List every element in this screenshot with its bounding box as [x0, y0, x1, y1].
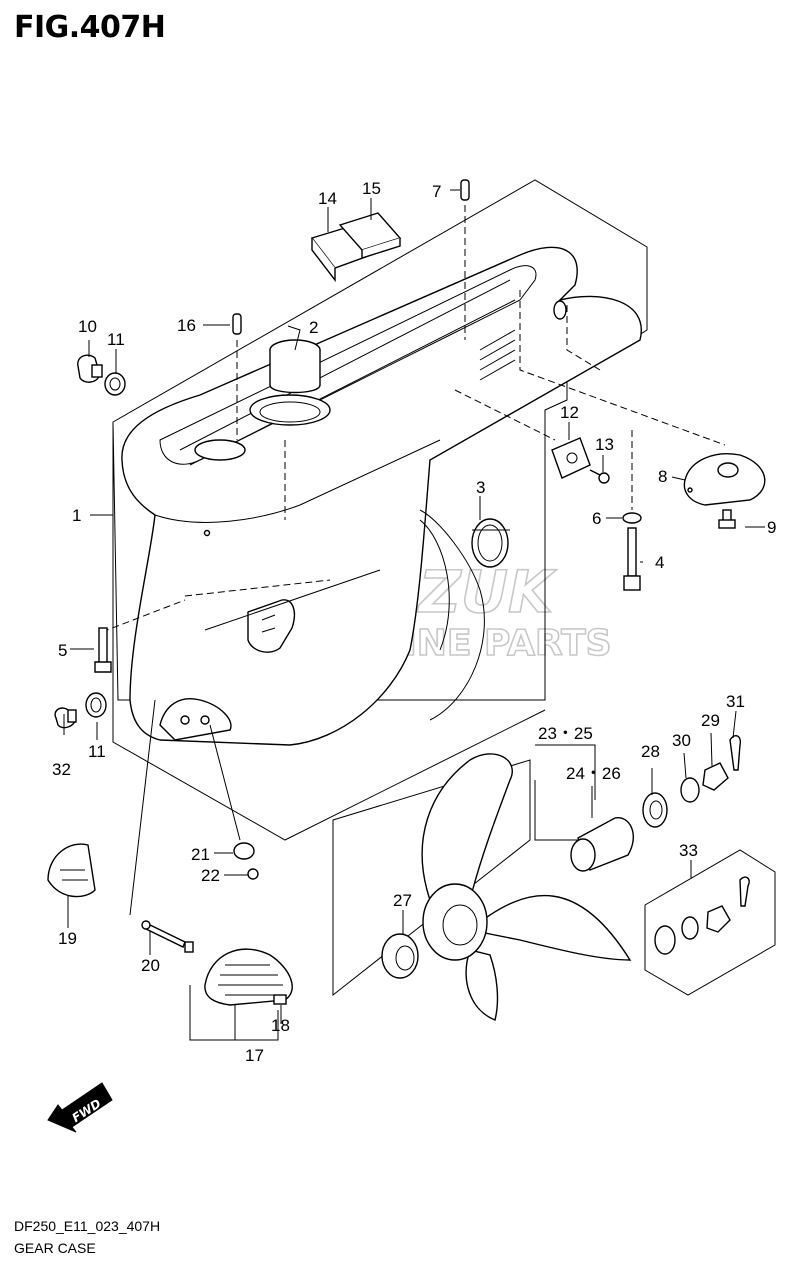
nut-29: [702, 762, 729, 791]
cotter-pin-31: [729, 735, 742, 771]
kit-33: [644, 849, 776, 996]
callout-3: 3: [476, 478, 485, 497]
callout-11-lower: 11: [88, 742, 106, 761]
callout-27: 27: [393, 891, 412, 910]
guide-line-8: [519, 290, 726, 446]
callout-23-25: 23・25: [538, 724, 593, 743]
water-inlet-grill-17: [204, 948, 293, 1006]
screw-13: [589, 469, 610, 484]
seal-3: [471, 518, 510, 568]
pin-7: [460, 179, 470, 201]
callout-29: 29: [701, 711, 720, 730]
washer-30: [680, 777, 700, 803]
callout-17: 17: [245, 1046, 264, 1065]
callout-4: 4: [655, 553, 664, 572]
plug-10: [77, 354, 103, 383]
callout-6: 6: [592, 509, 601, 528]
fwd-arrow-icon: FWD: [47, 1082, 113, 1133]
guide-line-12: [454, 389, 556, 441]
callout-32: 32: [52, 760, 71, 779]
callout-33: 33: [679, 841, 698, 860]
bolt-5: [94, 627, 112, 673]
block-12: [551, 437, 591, 479]
washer-6: [622, 512, 642, 524]
footer-name: GEAR CASE: [14, 1240, 96, 1256]
leader-lines: [63, 189, 765, 1041]
callout-16: 16: [177, 316, 196, 335]
callout-31: 31: [726, 692, 745, 711]
callout-30: 30: [672, 731, 691, 750]
spacer-plates: [310, 212, 402, 283]
callout-15: 15: [362, 179, 381, 198]
callout-11-upper: 11: [107, 330, 125, 349]
bolt-4: [623, 527, 641, 591]
callout-13: 13: [595, 435, 614, 454]
callout-8: 8: [658, 467, 667, 486]
pin-16: [232, 313, 242, 335]
guide-line-1: [184, 579, 331, 597]
callout-14: 14: [318, 189, 337, 208]
propeller: [421, 753, 632, 1021]
trim-tab-19: [47, 843, 96, 898]
thrust-washer-27: [381, 933, 419, 979]
bolt-20: [141, 920, 194, 953]
callout-20: 20: [141, 956, 160, 975]
callout-28: 28: [641, 742, 660, 761]
callout-5: 5: [58, 641, 67, 660]
callout-18: 18: [271, 1016, 290, 1035]
footer-code: DF250_E11_023_407H: [14, 1218, 161, 1234]
guide-line-2: [101, 599, 186, 633]
callouts: 1 2 3 4 5 6 7 8 9 10 11 11 12 13 14 15 1…: [52, 179, 776, 1065]
bolt-22: [247, 868, 259, 880]
collar-21: [233, 842, 255, 860]
bolt-9: [718, 509, 736, 529]
callout-1: 1: [72, 506, 81, 525]
clip-18: [273, 994, 287, 1005]
callout-22: 22: [201, 866, 220, 885]
callout-9: 9: [767, 518, 776, 537]
washer-11-upper: [104, 372, 126, 396]
callout-19: 19: [58, 929, 77, 948]
gear-case-frame-lower: [112, 422, 546, 841]
callout-12: 12: [560, 403, 579, 422]
bushing-24-26: [570, 817, 634, 872]
guide-line-8b: [566, 305, 601, 371]
figure-title: FIG.407H: [14, 10, 166, 45]
gear-case-body: [121, 246, 642, 746]
callout-2: 2: [309, 318, 318, 337]
plug-32: [54, 707, 77, 729]
anode-8: [683, 453, 766, 506]
callout-24-26: 24・26: [566, 764, 621, 783]
callout-7: 7: [432, 182, 441, 201]
washer-11-lower: [85, 692, 107, 718]
callout-10: 10: [78, 317, 97, 336]
spacer-28: [642, 792, 668, 828]
callout-21: 21: [191, 845, 210, 864]
